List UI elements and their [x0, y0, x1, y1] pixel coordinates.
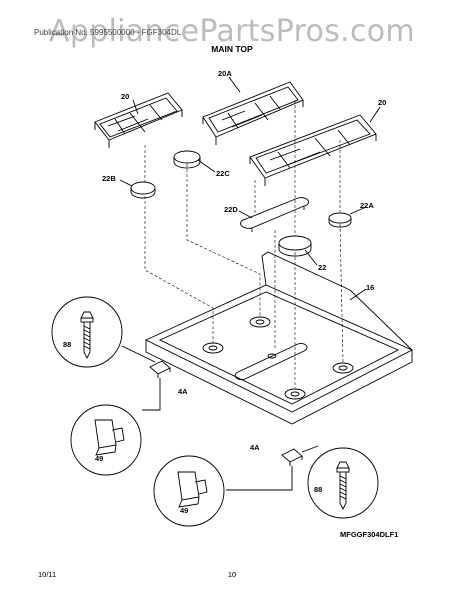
label-22: 22 [318, 263, 326, 272]
leader-22c [197, 159, 216, 173]
bracket-detail-right [153, 455, 225, 527]
leader-grate-center [228, 76, 241, 93]
watermark: AppliancePartsPros.com [49, 14, 415, 49]
leader-grate-left [132, 99, 139, 115]
label-88-right: 88 [314, 485, 322, 494]
screw-detail-right [307, 447, 379, 519]
right-grate [249, 114, 377, 186]
label-49-left: 49 [95, 454, 103, 463]
cap-22c [173, 150, 201, 169]
leader-22d [238, 210, 253, 219]
label-22c: 22C [216, 169, 230, 178]
label-20-right: 20 [378, 98, 386, 107]
leader-line-screw-right [301, 445, 319, 453]
leader-line-clip-right [226, 466, 293, 491]
model-number: MFGGF304DLF1 [340, 530, 399, 539]
footer-date: 10/11 [38, 570, 57, 579]
label-20-left: 20 [121, 92, 129, 101]
leader-22b [119, 179, 133, 187]
label-88-left: 88 [63, 340, 71, 349]
alignment-lines [144, 100, 344, 388]
main-top [144, 251, 414, 425]
part-labels: 20 20A 20 22B 22C 22D 22A 22 16 88 4A 49… [63, 69, 386, 515]
center-grate [202, 81, 304, 145]
leader-line-clip-left [142, 378, 161, 411]
clip-right [281, 448, 303, 466]
label-22b: 22B [102, 174, 116, 183]
left-grate [94, 92, 183, 148]
label-20a: 20A [218, 69, 232, 78]
label-22a: 22A [360, 201, 374, 210]
leader-grate-right [369, 106, 381, 123]
leader-22a [349, 206, 367, 215]
label-4a-left: 4A [178, 387, 188, 396]
clip-left [149, 360, 171, 378]
label-49-right: 49 [180, 506, 188, 515]
label-4a-right: 4A [250, 443, 260, 452]
leader-16 [349, 288, 367, 301]
footer-page-number: 10 [227, 570, 237, 579]
label-16: 16 [366, 283, 374, 292]
leader-22 [304, 249, 318, 266]
section-title: MAIN TOP [211, 44, 253, 54]
publication-header: Publication No. 5995500000 - FGF304DL [34, 28, 182, 37]
label-22d: 22D [224, 205, 238, 214]
bracket-detail-left [70, 404, 142, 476]
cap-22d [240, 197, 310, 232]
screw-detail-left [51, 296, 156, 368]
cap-22b [130, 181, 156, 199]
